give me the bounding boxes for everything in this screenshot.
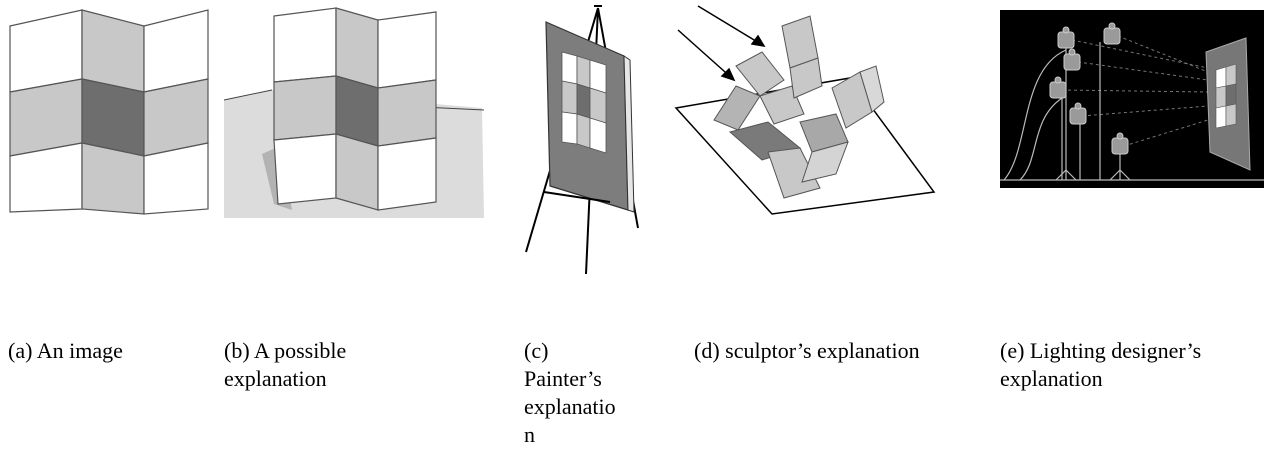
caption-d: (d) sculptor’s explanation [694,338,920,363]
easel-painting-illustration [525,5,639,275]
lighting-setup-illustration [1000,10,1264,188]
panel-b-explanation [222,4,487,220]
spotlight-1 [1057,26,1075,49]
tile-top-middle [81,9,145,93]
sculpture-illustration [674,5,936,215]
spotlight-4 [1049,76,1067,99]
folded-card-illustration [223,7,485,218]
panel-a-image [8,4,213,216]
spotlight-6 [1111,132,1129,155]
panel-d-explanation [672,2,942,220]
spotlight-3 [1063,48,1081,71]
caption-e: (e) Lighting designer’s explanation [1000,338,1202,391]
panel-e-explanation [1000,10,1264,188]
caption-a: (a) An image [8,338,123,363]
spotlight-2 [1103,22,1121,45]
caption-b: (b) A possible explanation [224,338,347,391]
base-plane [674,77,936,215]
tile-top-right [143,9,209,93]
zigzag-image-illustration [9,9,209,215]
tile-top-left [9,9,83,93]
tile-bottom-middle [81,142,145,215]
caption-c: (c) Painter’s explanatio n [524,338,616,447]
panel-c-explanation [520,2,644,280]
spotlight-5 [1069,102,1087,125]
tile-bottom-right [143,142,209,215]
